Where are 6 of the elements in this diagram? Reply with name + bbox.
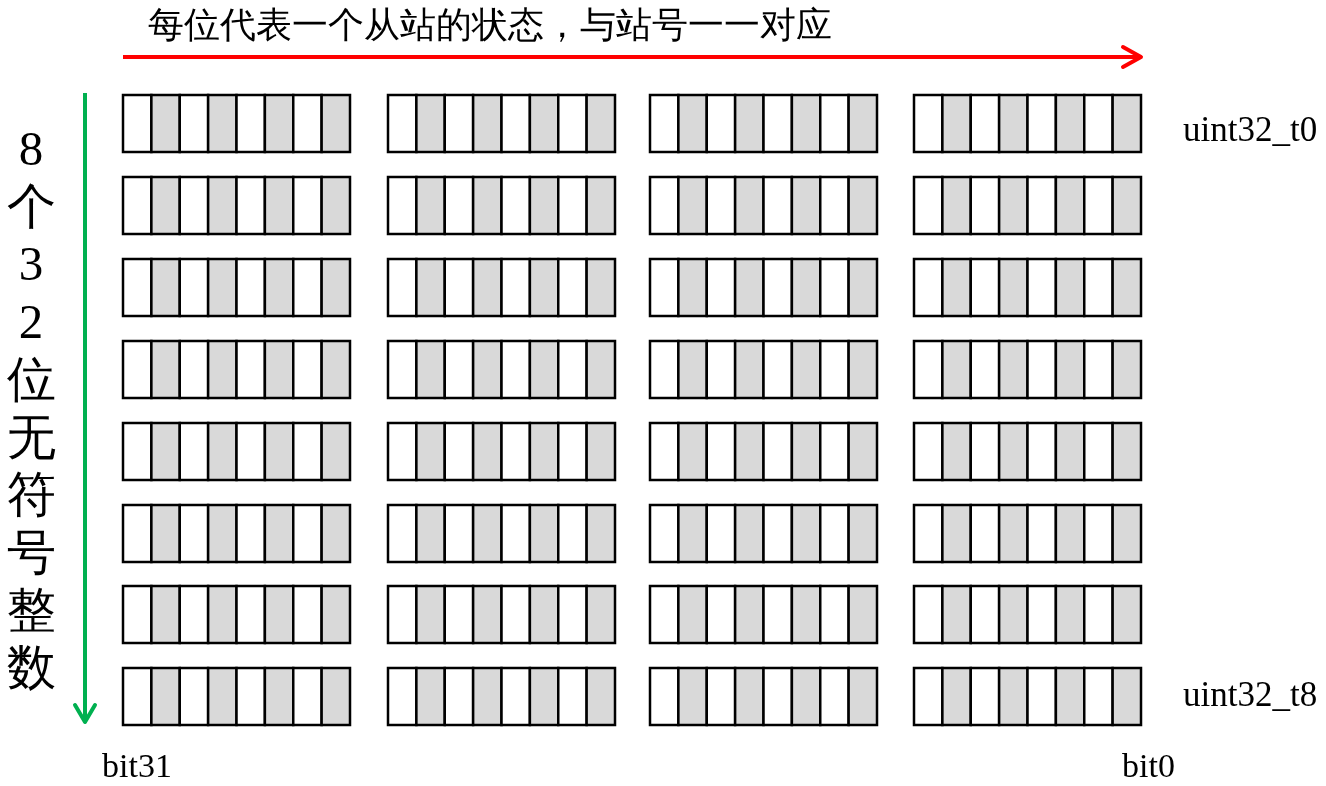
row-label: uint32_t0: [1183, 112, 1318, 147]
vertical-label: 8个32位无符号整数: [5, 120, 67, 698]
bit-label: bit31: [102, 749, 172, 783]
bit-label: bit0: [1122, 749, 1175, 783]
row-label: uint32_t8: [1183, 677, 1318, 712]
arrow-caption: 每位代表一个从站的状态，与站号一一对应: [148, 7, 832, 43]
